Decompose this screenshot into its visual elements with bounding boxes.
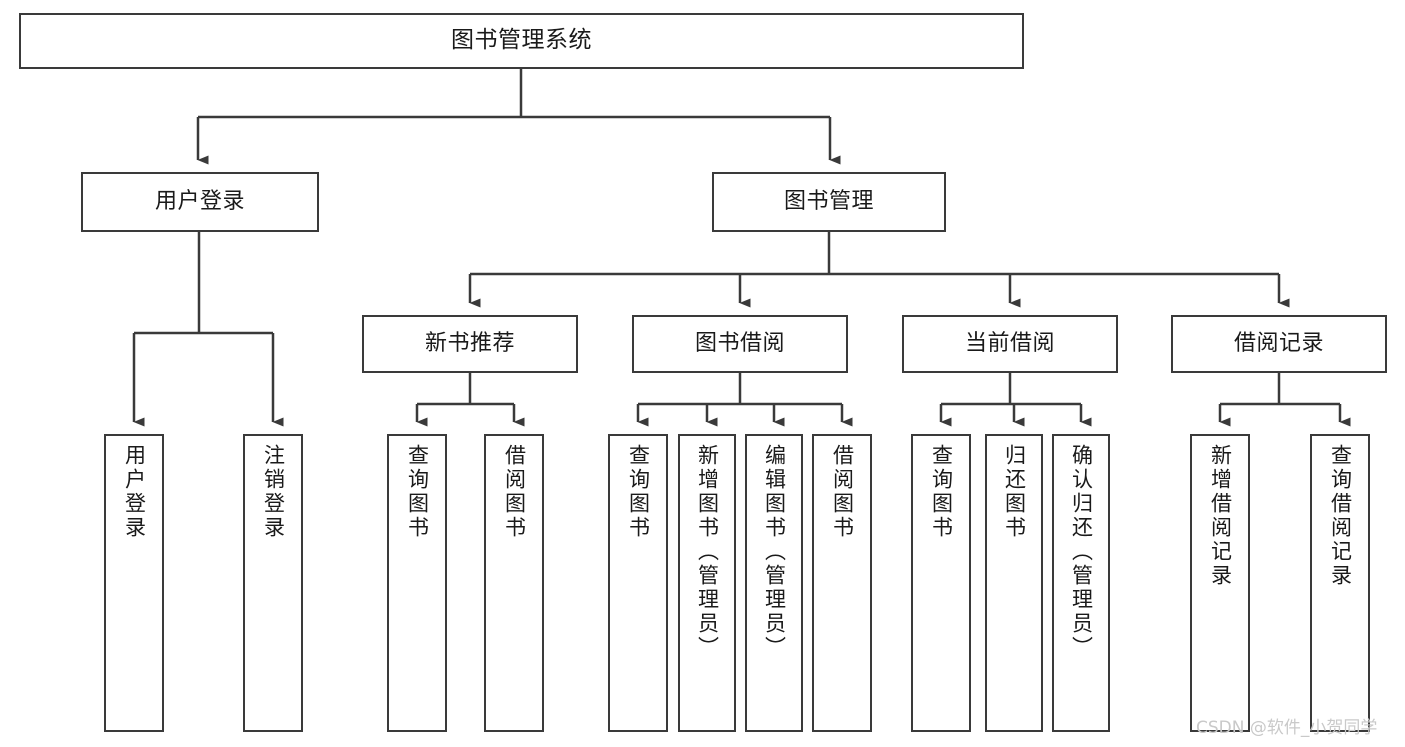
node-leaf-recommend-borrow-book-label: 借阅图书 xyxy=(502,444,527,540)
node-root[interactable]: 图书管理系统 xyxy=(19,13,1024,69)
node-leaf-user-login[interactable]: 用户登录 xyxy=(104,434,164,732)
node-leaf-borrow-lend-book-label: 借阅图书 xyxy=(830,444,855,540)
node-leaf-current-query-book[interactable]: 查询图书 xyxy=(911,434,971,732)
node-book-management-module-label: 图书管理 xyxy=(783,188,874,214)
node-user-login-module-label: 用户登录 xyxy=(154,188,245,214)
node-new-book-recommend[interactable]: 新书推荐 xyxy=(362,315,578,373)
node-leaf-borrow-add-book[interactable]: 新增图书（管理员） xyxy=(678,434,736,732)
node-leaf-user-logout[interactable]: 注销登录 xyxy=(243,434,303,732)
node-leaf-recommend-query-book[interactable]: 查询图书 xyxy=(387,434,447,732)
node-leaf-record-add-label: 新增借阅记录 xyxy=(1208,444,1233,588)
node-leaf-borrow-query-book-label: 查询图书 xyxy=(626,444,651,540)
node-leaf-record-add[interactable]: 新增借阅记录 xyxy=(1190,434,1250,732)
node-leaf-current-return-book-label: 归还图书 xyxy=(1002,444,1027,540)
node-leaf-current-confirm-return[interactable]: 确认归还（管理员） xyxy=(1052,434,1110,732)
node-book-borrow-label: 图书借阅 xyxy=(694,330,785,356)
node-new-book-recommend-label: 新书推荐 xyxy=(424,330,515,356)
node-root-label: 图书管理系统 xyxy=(451,27,592,54)
node-leaf-borrow-lend-book[interactable]: 借阅图书 xyxy=(812,434,872,732)
node-leaf-record-search-label: 查询借阅记录 xyxy=(1328,444,1353,588)
node-leaf-borrow-query-book[interactable]: 查询图书 xyxy=(608,434,668,732)
node-leaf-current-return-book[interactable]: 归还图书 xyxy=(985,434,1043,732)
node-borrow-record-label: 借阅记录 xyxy=(1233,330,1324,356)
node-leaf-user-logout-label: 注销登录 xyxy=(261,444,286,540)
node-current-borrow-label: 当前借阅 xyxy=(964,330,1055,356)
node-user-login-module[interactable]: 用户登录 xyxy=(81,172,319,232)
node-leaf-borrow-add-book-label: 新增图书（管理员） xyxy=(695,444,720,660)
node-leaf-borrow-edit-book[interactable]: 编辑图书（管理员） xyxy=(745,434,803,732)
node-leaf-current-confirm-return-label: 确认归还（管理员） xyxy=(1069,444,1094,660)
node-leaf-current-query-book-label: 查询图书 xyxy=(929,444,954,540)
node-leaf-record-search[interactable]: 查询借阅记录 xyxy=(1310,434,1370,732)
node-current-borrow[interactable]: 当前借阅 xyxy=(902,315,1118,373)
node-borrow-record[interactable]: 借阅记录 xyxy=(1171,315,1387,373)
node-leaf-borrow-edit-book-label: 编辑图书（管理员） xyxy=(762,444,787,660)
node-book-borrow[interactable]: 图书借阅 xyxy=(632,315,848,373)
node-leaf-recommend-query-book-label: 查询图书 xyxy=(405,444,430,540)
node-leaf-user-login-label: 用户登录 xyxy=(122,444,147,540)
node-leaf-recommend-borrow-book[interactable]: 借阅图书 xyxy=(484,434,544,732)
node-book-management-module[interactable]: 图书管理 xyxy=(712,172,946,232)
